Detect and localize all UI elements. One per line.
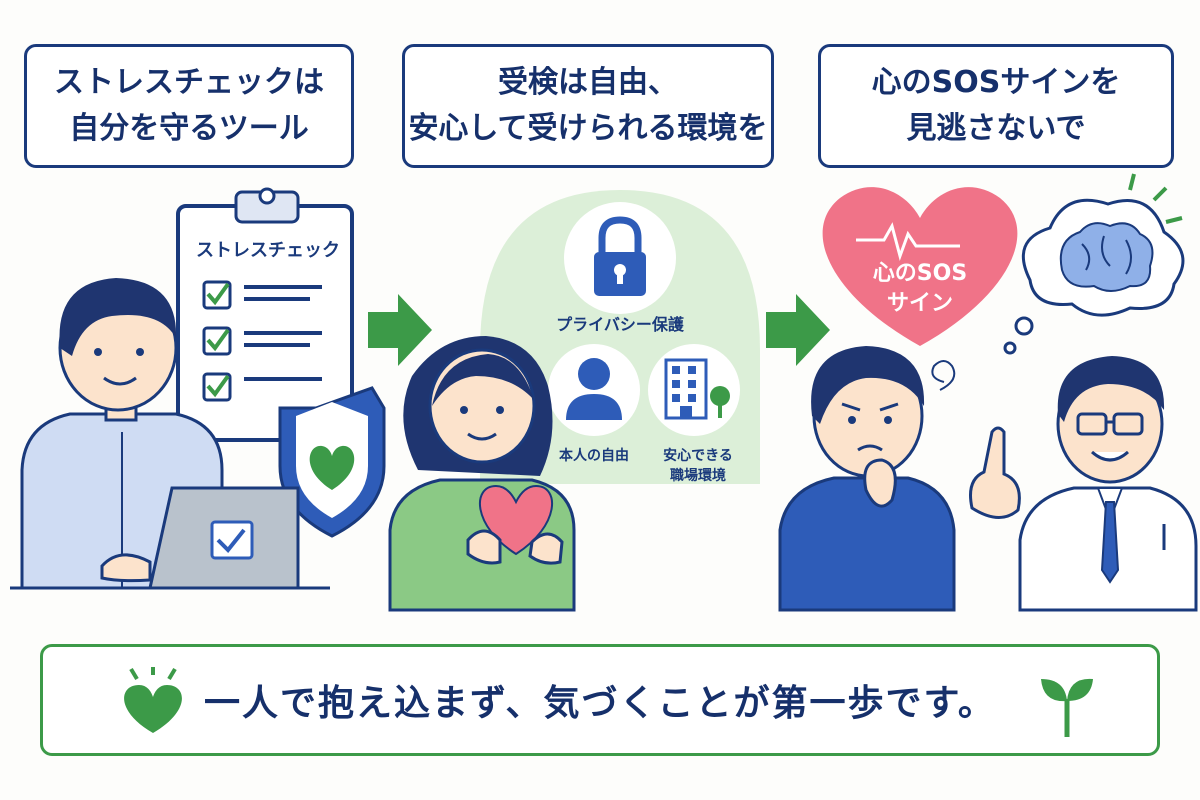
header-line: 心のSOSサインを <box>871 65 1121 100</box>
heartbeat-line <box>856 222 960 261</box>
sos-badge-text: サイン <box>887 291 953 316</box>
workplace-label: 安心できる <box>663 447 733 464</box>
footer-message: 一人で抱え込まず、気づくことが第一歩です。 <box>204 683 996 724</box>
header-line: 安心して受けられる環境を <box>408 111 768 146</box>
privacy-label: プライバシー保護 <box>556 315 685 334</box>
checkbox-icon <box>202 372 322 402</box>
workplace-label: 職場環境 <box>670 467 726 484</box>
clipboard-title: ストレスチェック <box>196 240 340 261</box>
arrow-right-icon <box>368 294 432 366</box>
shield-heart-icon <box>278 386 386 538</box>
heart-icon <box>124 667 182 733</box>
illustration-svg: ストレスチェック <box>10 173 1198 612</box>
building-icon <box>664 358 730 420</box>
freedom-label: 本人の自由 <box>559 447 629 464</box>
clipboard-icon <box>176 187 354 442</box>
idea-rays <box>1128 173 1183 224</box>
sprout-icon <box>1041 678 1093 737</box>
sos-badge-text: 心のSOS <box>873 261 967 286</box>
header-line: ストレスチェックは <box>54 65 324 100</box>
header-box-free-test: 受検は自由、 安心して受けられる環境を <box>402 44 774 168</box>
worried-man-illustration <box>778 346 956 612</box>
illustration-scene: ストレスチェック <box>0 170 1200 640</box>
person-icon <box>566 358 622 420</box>
laptop-icon <box>100 486 300 590</box>
header-line: 見逃さないで <box>906 111 1086 146</box>
brain-icon <box>1059 222 1154 292</box>
doctor-illustration <box>969 356 1198 612</box>
header-box-sos-sign: 心のSOSサインを 見逃さないで <box>818 44 1174 168</box>
checkbox-icon <box>202 280 322 310</box>
arrow-right-icon <box>766 294 830 366</box>
woman-heart-illustration <box>388 336 576 612</box>
sos-heart-badge <box>822 187 1018 346</box>
checkbox-icon <box>202 326 322 356</box>
header-line: 受検は自由、 <box>498 65 678 100</box>
bottom-message-box: 一人で抱え込まず、気づくことが第一歩です。 <box>40 644 1160 756</box>
lock-icon <box>594 216 646 296</box>
header-box-stress-check-tool: ストレスチェックは 自分を守るツール <box>24 44 354 168</box>
header-line: 自分を守るツール <box>69 111 309 146</box>
